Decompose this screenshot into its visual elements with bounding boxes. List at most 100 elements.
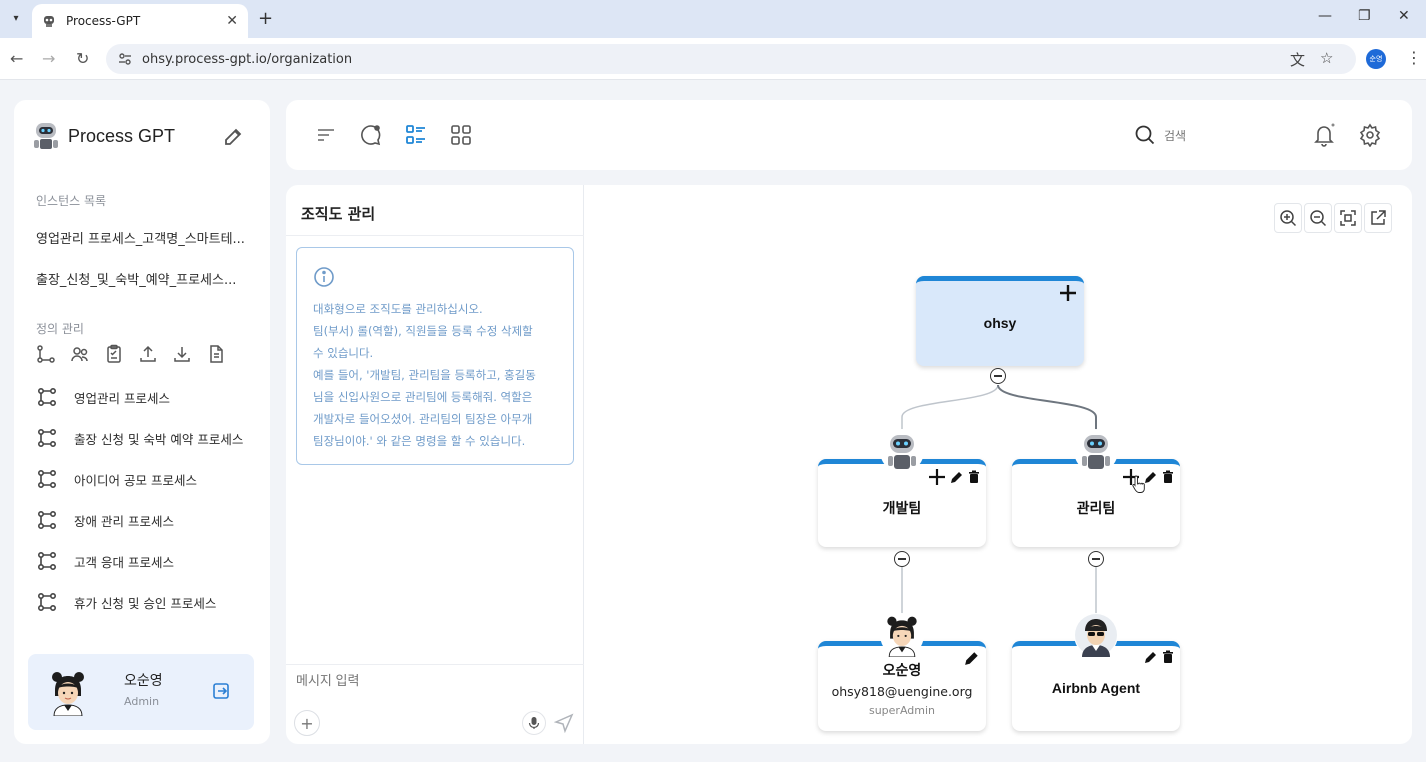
sidebar: Process GPT 인스턴스 목록 영업관리 프로세스_고객명_스마트테..… [14, 100, 270, 744]
process-item[interactable]: 출장 신청 및 숙박 예약 프로세스 [36, 427, 243, 449]
node-title: ohsy [983, 315, 1017, 331]
user-name: 오순영 [124, 673, 163, 689]
process-label: 고객 응대 프로세스 [74, 554, 174, 570]
member-role: superAdmin [868, 704, 936, 717]
edit-pencil-icon[interactable] [1144, 650, 1158, 664]
definition-toolbar [36, 344, 226, 364]
document-icon[interactable] [206, 344, 226, 364]
edit-pencil-icon[interactable] [964, 650, 980, 666]
info-box: 대화형으로 조직도를 관리하십시오. 팀(부서) 롤(역할), 직원들을 등록 … [296, 247, 574, 465]
user-avatar [52, 672, 84, 716]
org-chart-canvas[interactable]: ohsy 개발팀 관리팀 [584, 185, 1412, 744]
new-tab-icon[interactable]: + [258, 8, 274, 29]
org-node-root[interactable]: ohsy [916, 276, 1084, 366]
edit-pencil-icon[interactable] [950, 470, 964, 484]
forward-icon[interactable]: → [42, 49, 56, 68]
fit-screen-button[interactable] [1334, 203, 1362, 233]
info-line: 개발자로 들어오셨어. 관리팀의 팀장은 아무개 [313, 412, 533, 426]
site-info-icon[interactable] [118, 52, 132, 66]
search-placeholder: 검색 [1164, 128, 1187, 143]
org-node-team[interactable]: 개발팀 [818, 459, 986, 547]
process-item[interactable]: 고객 응대 프로세스 [36, 550, 174, 572]
add-icon[interactable] [1058, 283, 1078, 303]
process-item[interactable]: 영업관리 프로세스 [36, 386, 170, 408]
grid-view-icon[interactable] [449, 123, 473, 147]
sort-menu-icon[interactable] [314, 123, 338, 147]
user-card[interactable]: 오순영 Admin [28, 654, 254, 730]
address-bar: ← → ↻ ohsy.process-gpt.io/organization ⽂… [0, 38, 1426, 80]
list-view-icon[interactable] [404, 123, 428, 147]
info-line: 예를 들어, '개발팀, 관리팀을 등록하고, 홍길동 [313, 368, 536, 382]
settings-gear-icon[interactable] [1358, 123, 1382, 147]
user-role: Admin [124, 695, 160, 708]
process-icon [37, 469, 57, 489]
process-label: 출장 신청 및 숙박 예약 프로세스 [74, 431, 244, 447]
search-icon [1135, 125, 1155, 145]
bookmark-star-icon[interactable]: ☆ [1320, 49, 1334, 67]
member-name: 오순영 [882, 662, 922, 678]
instance-item[interactable]: 출장_신청_및_숙박_예약_프로세스... [36, 273, 237, 288]
restore-icon[interactable]: ❐ [1358, 8, 1371, 24]
zoom-out-button[interactable] [1304, 203, 1332, 233]
back-icon[interactable]: ← [10, 49, 24, 68]
delete-trash-icon[interactable] [1162, 650, 1174, 664]
edit-pencil-icon[interactable] [1144, 470, 1158, 484]
process-icon [37, 510, 57, 530]
process-item[interactable]: 휴가 신청 및 승인 프로세스 [36, 591, 216, 613]
notification-bell-icon[interactable] [1312, 122, 1336, 148]
collapse-toggle[interactable] [894, 551, 910, 567]
delete-trash-icon[interactable] [968, 470, 980, 484]
node-title: 관리팀 [1076, 500, 1116, 516]
collapse-toggle[interactable] [990, 368, 1006, 384]
zoom-in-button[interactable] [1274, 203, 1302, 233]
open-external-button[interactable] [1364, 203, 1392, 233]
browser-tab[interactable]: Process-GPT ✕ [32, 4, 248, 38]
form-clipboard-icon[interactable] [104, 344, 124, 364]
node-actions [1122, 468, 1174, 486]
close-tab-icon[interactable]: ✕ [226, 13, 238, 29]
instance-item[interactable]: 영업관리 프로세스_고객명_스마트테... [36, 232, 245, 247]
fit-screen-icon [1340, 210, 1356, 226]
process-item[interactable]: 아이디어 공모 프로세스 [36, 468, 197, 490]
profile-avatar[interactable]: 순영 [1366, 49, 1386, 69]
node-title: 개발팀 [882, 500, 922, 516]
brand[interactable]: Process GPT [32, 120, 175, 152]
collapse-toggle[interactable] [1088, 551, 1104, 567]
logout-icon[interactable] [212, 682, 230, 700]
message-input[interactable] [296, 673, 566, 688]
node-actions [1058, 283, 1078, 303]
tab-search-chevron-icon[interactable]: ▾ [13, 12, 19, 24]
attach-plus-button[interactable]: + [294, 710, 320, 736]
microphone-icon [528, 717, 540, 729]
add-icon[interactable] [928, 468, 946, 486]
browser-menu-icon[interactable]: ⋮ [1406, 48, 1422, 67]
node-actions [1144, 650, 1174, 664]
close-window-icon[interactable]: ✕ [1398, 8, 1410, 24]
download-icon[interactable] [172, 344, 192, 364]
minimize-icon[interactable]: — [1318, 8, 1332, 24]
search-box[interactable]: 검색 [1126, 117, 1282, 153]
info-line: 팀장님이야.' 와 같은 명령을 할 수 있습니다. [313, 434, 526, 448]
microphone-button[interactable] [522, 711, 546, 735]
member-email: ohsy818@uengine.org [831, 684, 973, 699]
process-label: 영업관리 프로세스 [74, 390, 170, 406]
team-robot-avatar [880, 429, 924, 473]
new-chat-edit-icon[interactable] [222, 124, 246, 148]
zoom-in-icon [1280, 210, 1297, 227]
process-item[interactable]: 장애 관리 프로세스 [36, 509, 174, 531]
member-avatar [880, 613, 924, 658]
omnibox[interactable]: ohsy.process-gpt.io/organization [106, 44, 1356, 74]
send-icon[interactable] [554, 713, 574, 733]
delete-trash-icon[interactable] [1162, 470, 1174, 484]
member-name: Airbnb Agent [1051, 680, 1141, 696]
chat-bubble-icon[interactable] [359, 123, 383, 147]
upload-icon[interactable] [138, 344, 158, 364]
info-line: 수 있습니다. [313, 346, 374, 360]
brand-name: Process GPT [68, 125, 176, 146]
info-line: 대화형으로 조직도를 관리하십시오. [313, 302, 483, 316]
process-map-icon[interactable] [36, 344, 56, 364]
reload-icon[interactable]: ↻ [76, 49, 90, 68]
organization-icon[interactable] [70, 344, 90, 364]
zoom-controls [1274, 203, 1392, 233]
translate-icon[interactable]: ⽂ [1290, 51, 1306, 69]
